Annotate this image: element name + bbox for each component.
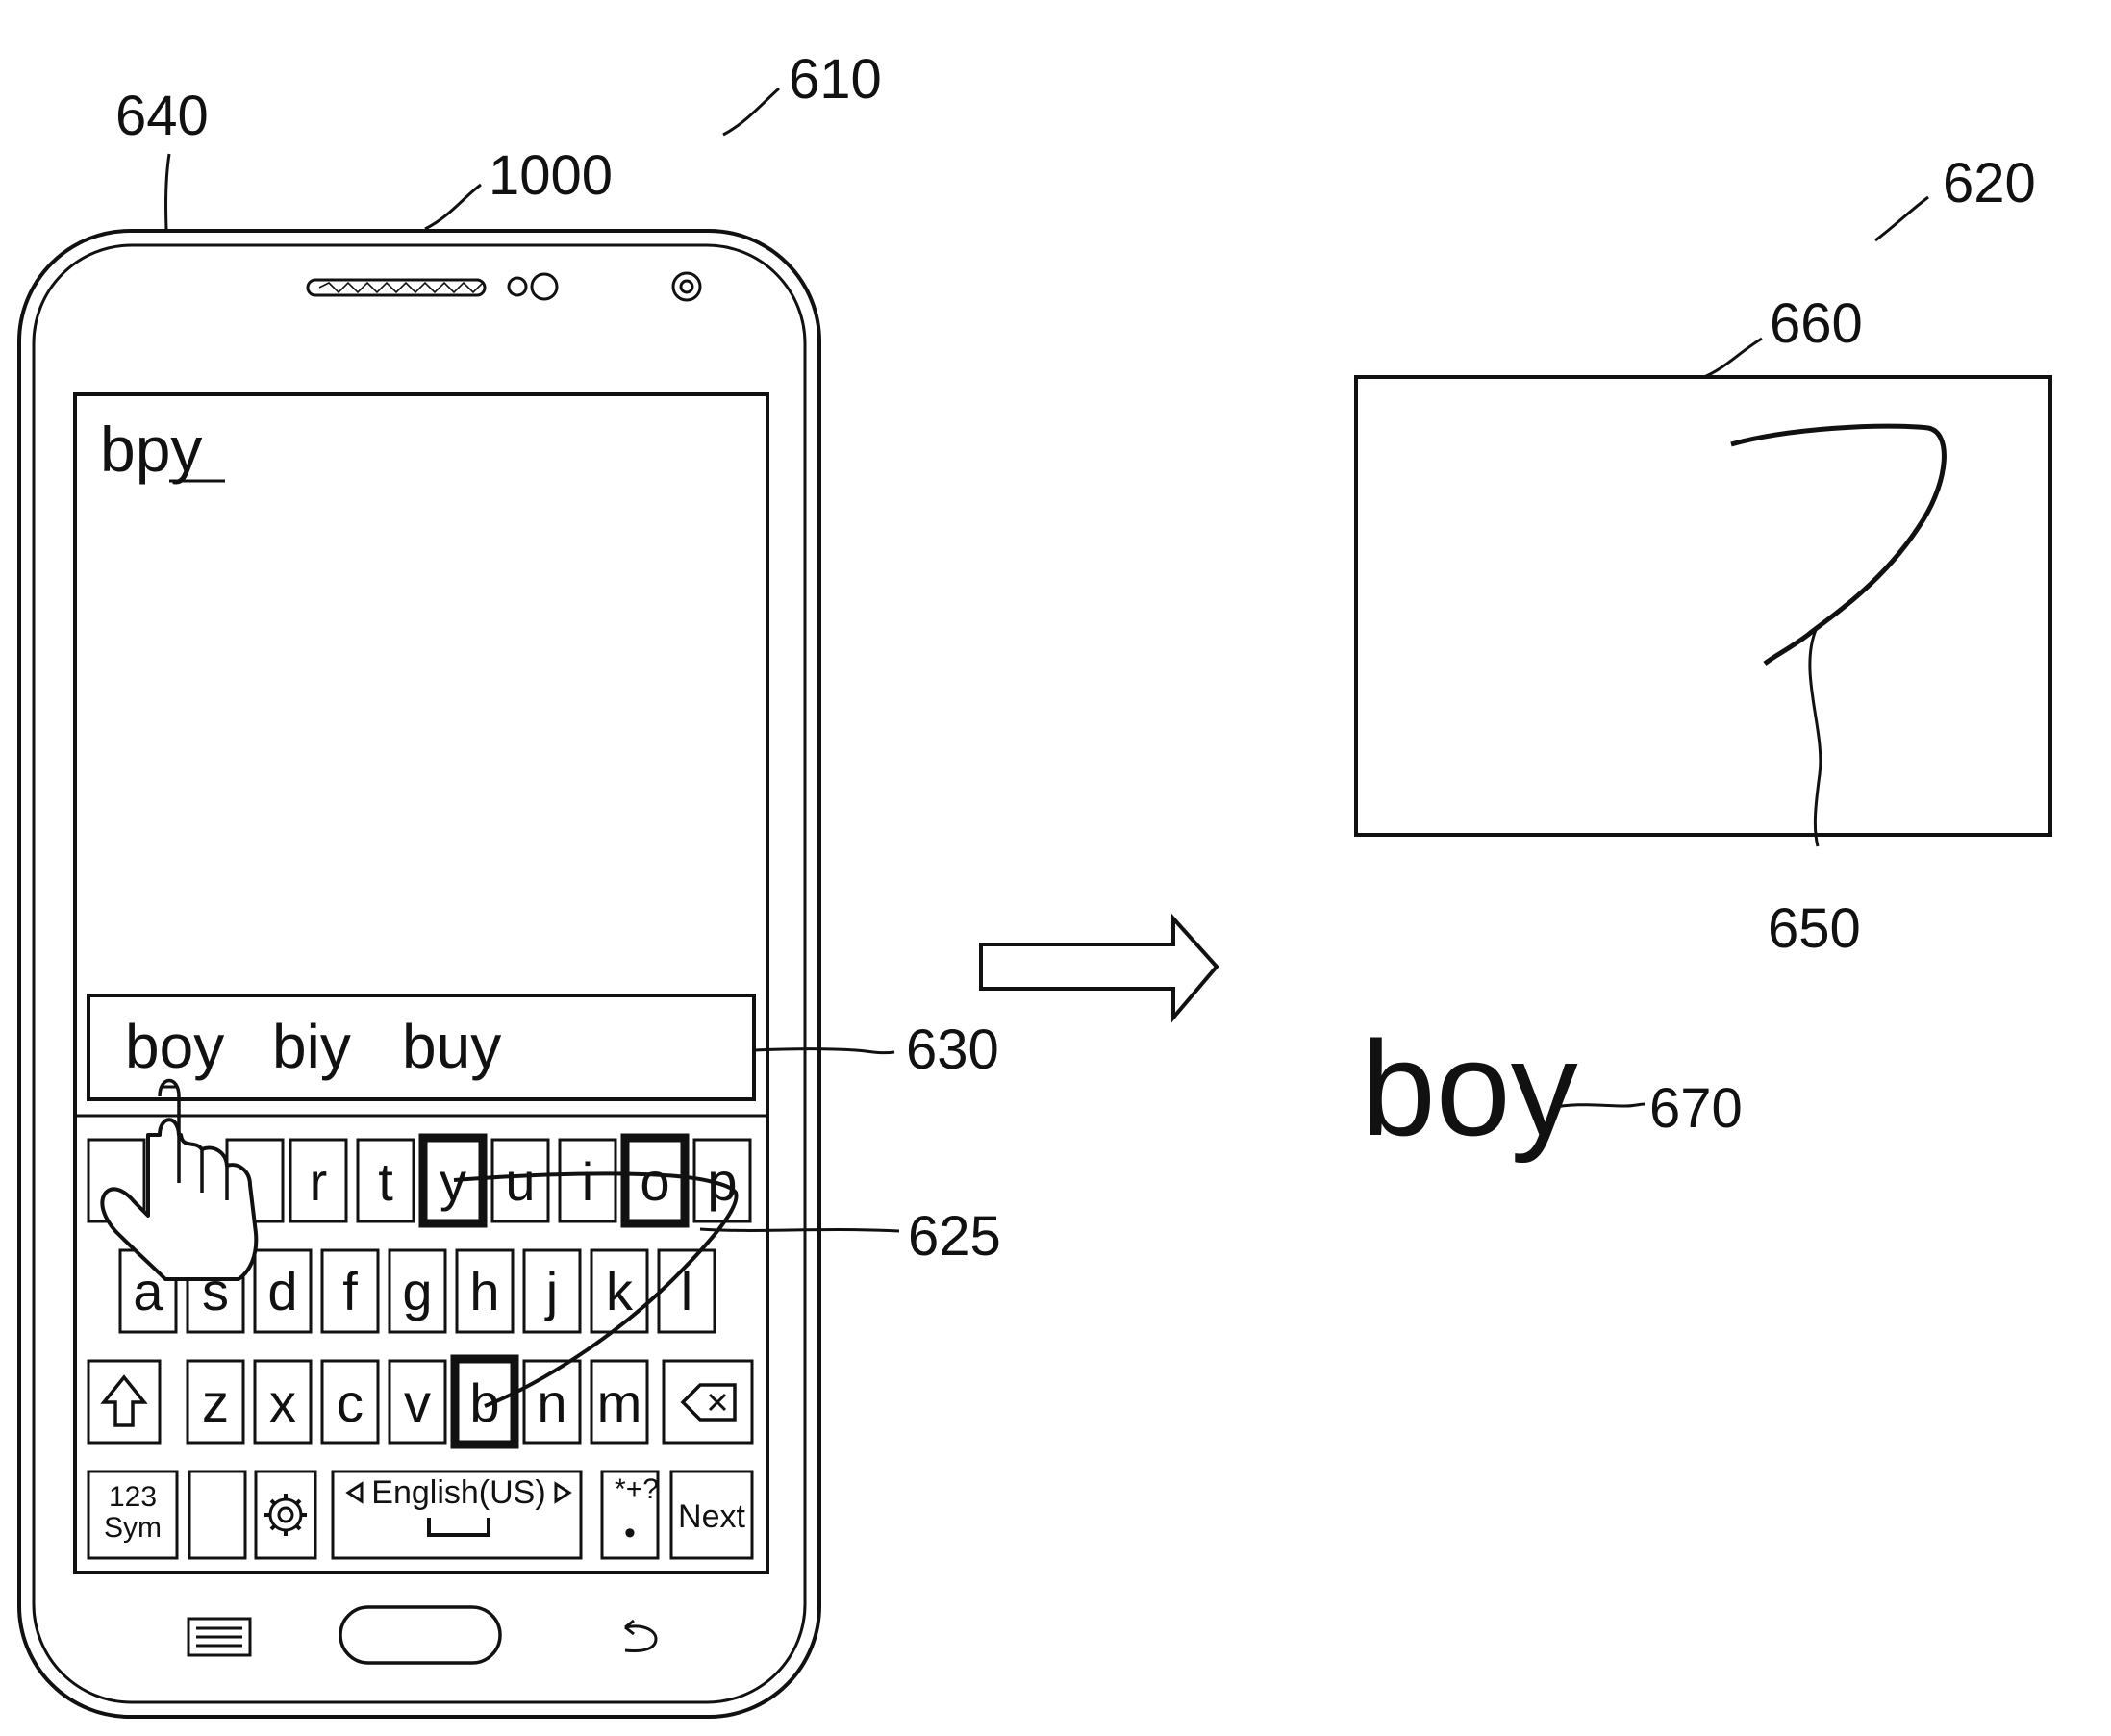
key-r-label: r bbox=[310, 1151, 328, 1212]
key-o-label: o bbox=[640, 1151, 669, 1212]
key-t-label: t bbox=[378, 1151, 393, 1212]
period-key-top: *+? bbox=[615, 1473, 659, 1505]
key-d-label: d bbox=[267, 1261, 297, 1321]
ref-650: 650 bbox=[1768, 897, 1861, 960]
home-button[interactable] bbox=[340, 1607, 500, 1663]
ref-660: 660 bbox=[1770, 292, 1863, 355]
camera-icon bbox=[673, 273, 700, 300]
key-u-label: u bbox=[505, 1151, 535, 1212]
ref-610: 610 bbox=[789, 48, 882, 111]
ref-1000: 1000 bbox=[489, 144, 613, 207]
key-x-label: x bbox=[269, 1372, 296, 1433]
suggestion-biy[interactable]: biy bbox=[272, 1012, 351, 1081]
ref-630: 630 bbox=[906, 1019, 999, 1081]
key-v-label: v bbox=[404, 1372, 431, 1433]
ref-625: 625 bbox=[908, 1205, 1001, 1268]
key-i-label: i bbox=[582, 1151, 593, 1212]
leader-625 bbox=[700, 1229, 899, 1231]
key-j-label: j bbox=[544, 1261, 558, 1321]
trace-panel bbox=[1356, 377, 2050, 835]
ref-670: 670 bbox=[1649, 1077, 1743, 1140]
phone: bpy boy biy buy r t y u i o p a s d bbox=[19, 231, 819, 1717]
key-k-label: k bbox=[606, 1261, 634, 1321]
sym-key-line1: 123 bbox=[109, 1481, 157, 1513]
ref-640: 640 bbox=[115, 85, 209, 147]
period-key-dot: • bbox=[624, 1515, 636, 1551]
key-m-label: m bbox=[597, 1372, 642, 1433]
menu-icon[interactable] bbox=[188, 1619, 250, 1655]
language-label: English(US) bbox=[371, 1474, 545, 1511]
key-f-label: f bbox=[342, 1261, 358, 1321]
ref-620: 620 bbox=[1943, 152, 2036, 214]
key-z-label: z bbox=[202, 1372, 229, 1433]
transition-arrow-icon bbox=[981, 918, 1217, 1018]
recognized-word: boy bbox=[1361, 1013, 1578, 1164]
key-h-label: h bbox=[469, 1261, 499, 1321]
key-g-label: g bbox=[402, 1261, 432, 1321]
key-n-label: n bbox=[537, 1372, 566, 1433]
suggestion-boy[interactable]: boy bbox=[125, 1012, 224, 1081]
suggestion-buy[interactable]: buy bbox=[402, 1012, 501, 1081]
sym-key-line2: Sym bbox=[104, 1512, 162, 1544]
blank-key[interactable] bbox=[189, 1472, 245, 1558]
leader-660 bbox=[1704, 339, 1762, 377]
next-key-label: Next bbox=[678, 1498, 745, 1535]
proximity-sensor-icon bbox=[509, 278, 526, 295]
typed-text[interactable]: bpy bbox=[100, 414, 202, 485]
key-y-label: y bbox=[440, 1151, 466, 1212]
leader-620 bbox=[1875, 197, 1928, 240]
key-c-label: c bbox=[337, 1372, 364, 1433]
light-sensor-icon bbox=[532, 274, 557, 299]
leader-610 bbox=[723, 88, 779, 135]
leader-1000 bbox=[425, 185, 481, 229]
